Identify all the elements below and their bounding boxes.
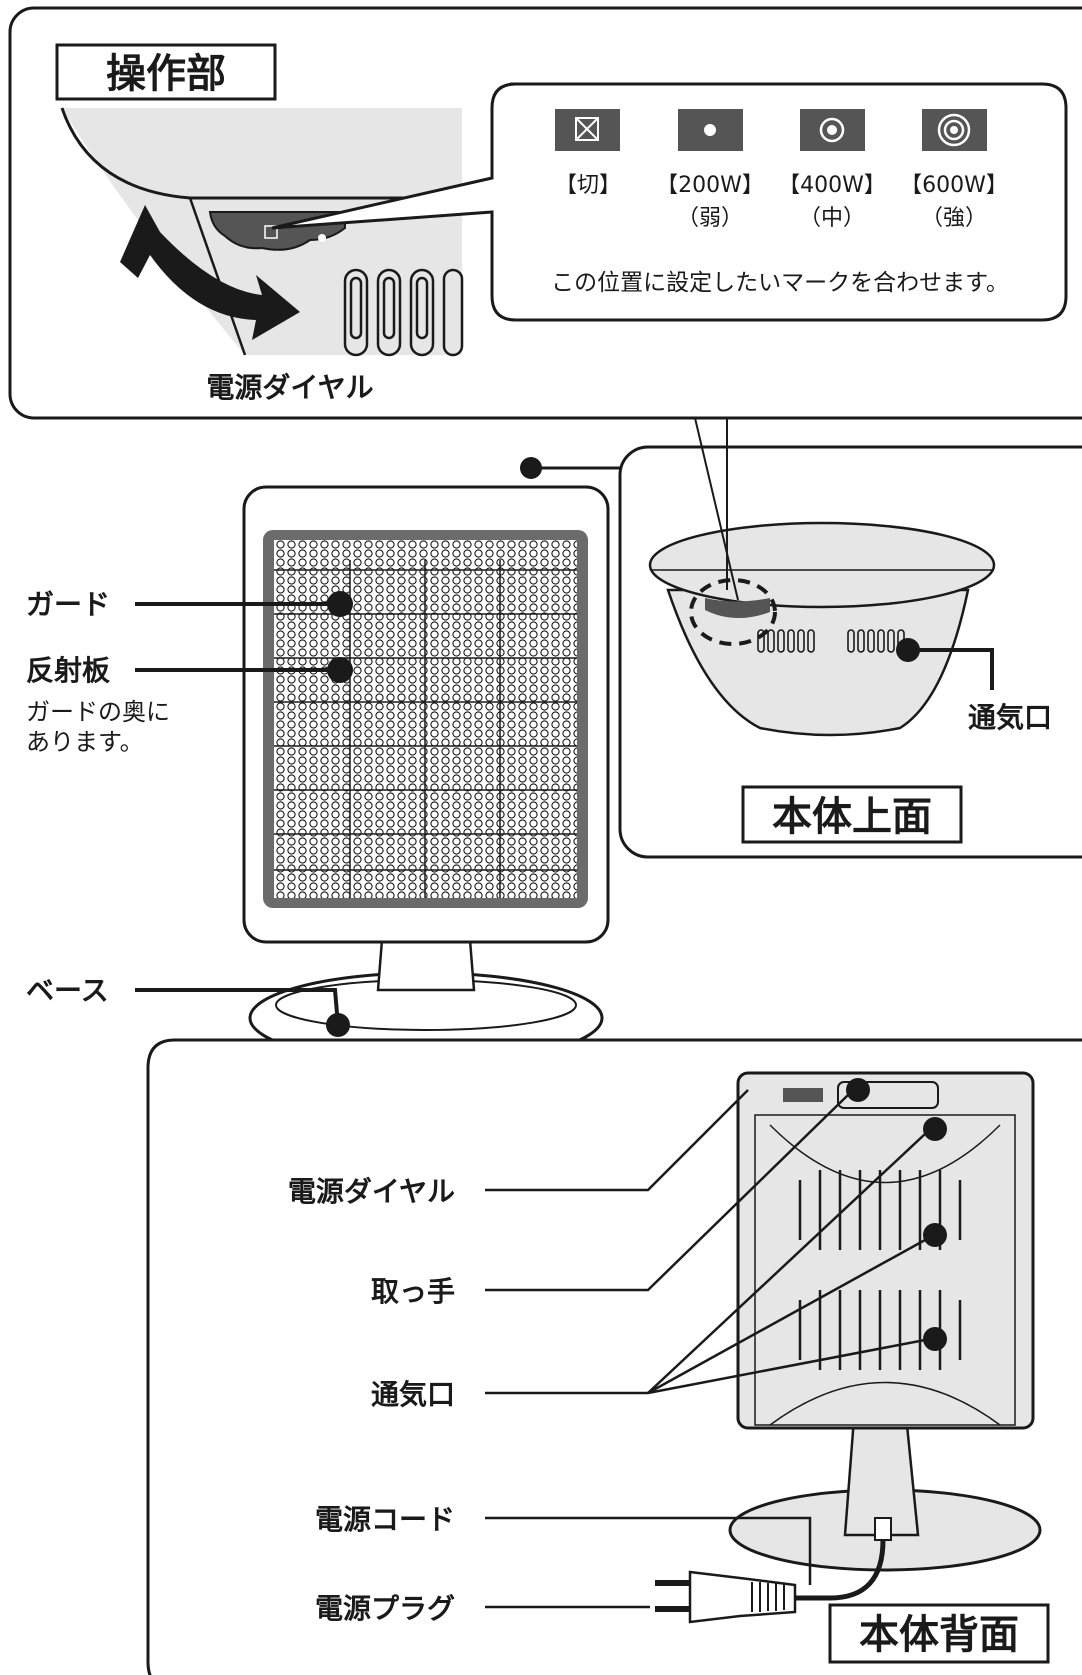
back-view-section: 電源ダイヤル 取っ手 通気口 電源コード 電源プラグ 本体背面 (146, 1038, 1082, 1675)
rotate-arrow-icon (120, 205, 300, 340)
reflector-note-1: ガードの奥に (26, 698, 170, 726)
mode-200w: 【200W】 （弱） (656, 109, 764, 231)
mode-600w-level: （強） (921, 206, 987, 231)
power-cord (795, 1539, 886, 1601)
dial-label: 電源ダイヤル (206, 371, 373, 404)
back-vent-label: 通気口 (371, 1378, 455, 1411)
control-panel-title-box (55, 43, 277, 101)
top-view-vent-label: 通気口 (968, 701, 1052, 734)
dial-instruction: この位置に設定したいマークを合わせます。 (551, 270, 1009, 296)
reflector-note-2: あります。 (26, 728, 144, 756)
mode-off: 【切】 (555, 109, 621, 198)
mode-400w-level: （中） (799, 206, 865, 231)
top-view-title: 本体上面 (772, 794, 932, 840)
reflector-label: 反射板 (26, 654, 110, 687)
back-leaders (485, 1089, 926, 1609)
back-plug-label: 電源プラグ (315, 1592, 455, 1625)
mode-400w-setting: 【400W】 (778, 173, 886, 198)
front-view-section: ガード 反射板 ガードの奥に あります。 ベース (26, 485, 610, 1065)
back-body (736, 1071, 1035, 1430)
mode-600w: 【600W】 （強） (900, 109, 1008, 231)
top-view-title-box (741, 785, 963, 844)
top-view-rim (648, 521, 996, 609)
mode-600w-setting: 【600W】 (900, 173, 1008, 198)
control-panel-section: 操作部 電源ダイヤル 【切】 【200W】 （弱） 【400W】 （中） (8, 6, 1082, 420)
guard-grid (274, 560, 577, 898)
top-view-body (666, 588, 970, 737)
mode-200w-level: （弱） (677, 206, 743, 231)
back-view-title: 本体背面 (859, 1612, 1019, 1658)
back-dial-label: 電源ダイヤル (288, 1175, 455, 1208)
base-label: ベース (26, 974, 109, 1007)
back-view-title-box (828, 1603, 1050, 1664)
mode-off-setting: 【切】 (555, 173, 621, 198)
back-cord-label: 電源コード (315, 1503, 455, 1536)
guard-label: ガード (26, 588, 110, 621)
dial-highlight-ring (689, 578, 777, 646)
control-panel-title: 操作部 (106, 51, 226, 97)
mode-400w: 【400W】 （中） (778, 109, 886, 231)
mode-callout (271, 82, 1068, 322)
top-view-vents (757, 629, 905, 653)
back-handle-label: 取っ手 (371, 1275, 455, 1308)
closeup-vents (343, 268, 464, 357)
mode-200w-setting: 【200W】 (656, 173, 764, 198)
top-view-section: 通気口 本体上面 (520, 417, 1082, 859)
